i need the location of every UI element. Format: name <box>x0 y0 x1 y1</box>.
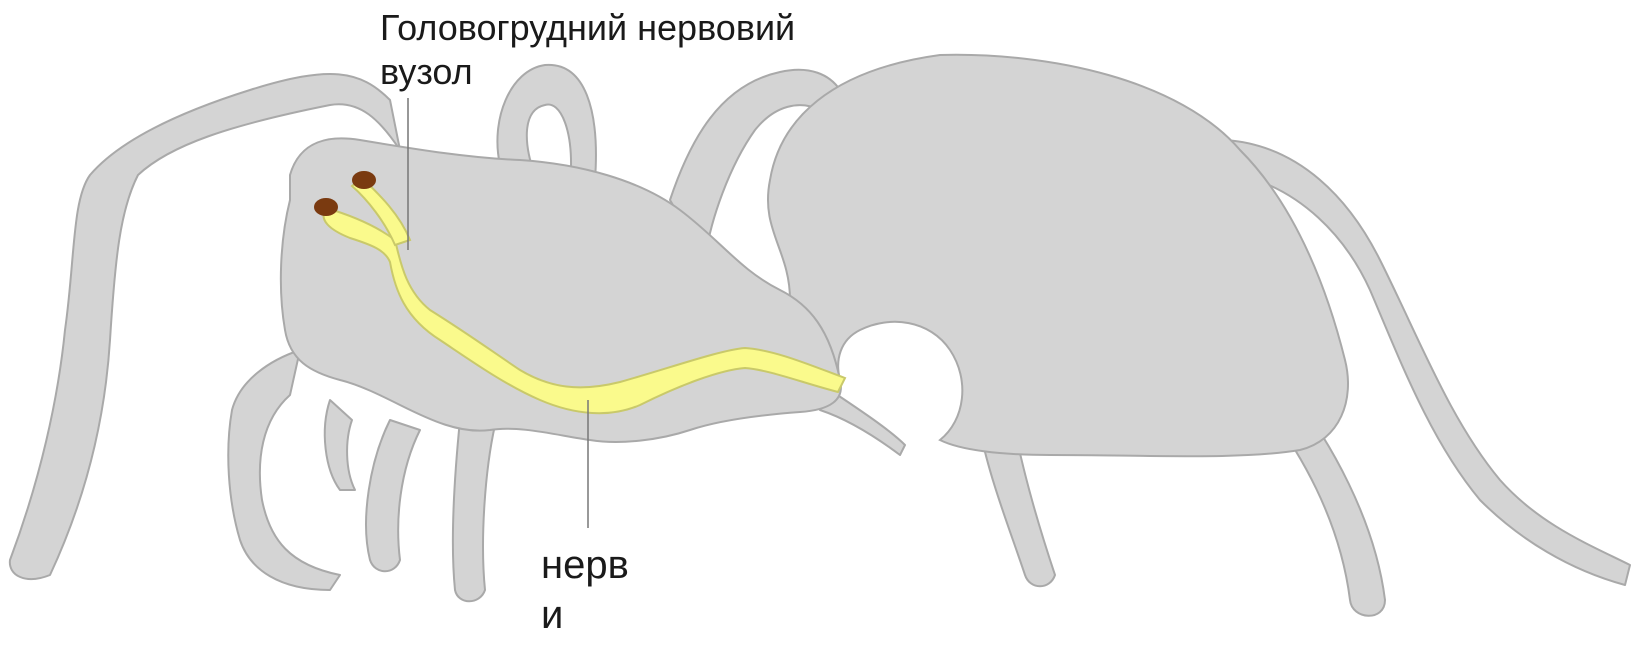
spider-abdomen <box>768 55 1348 456</box>
pedipalp-left <box>228 350 340 590</box>
eye-upper <box>352 171 376 189</box>
front-leg-lower <box>366 420 420 571</box>
mid-leg-lower <box>453 420 495 601</box>
ganglion-label: Головогрудний нервовий вузол <box>380 6 880 94</box>
pedipalp-claw <box>325 400 355 490</box>
eye-lower <box>314 198 338 216</box>
nerves-label: нерв и <box>541 540 661 640</box>
